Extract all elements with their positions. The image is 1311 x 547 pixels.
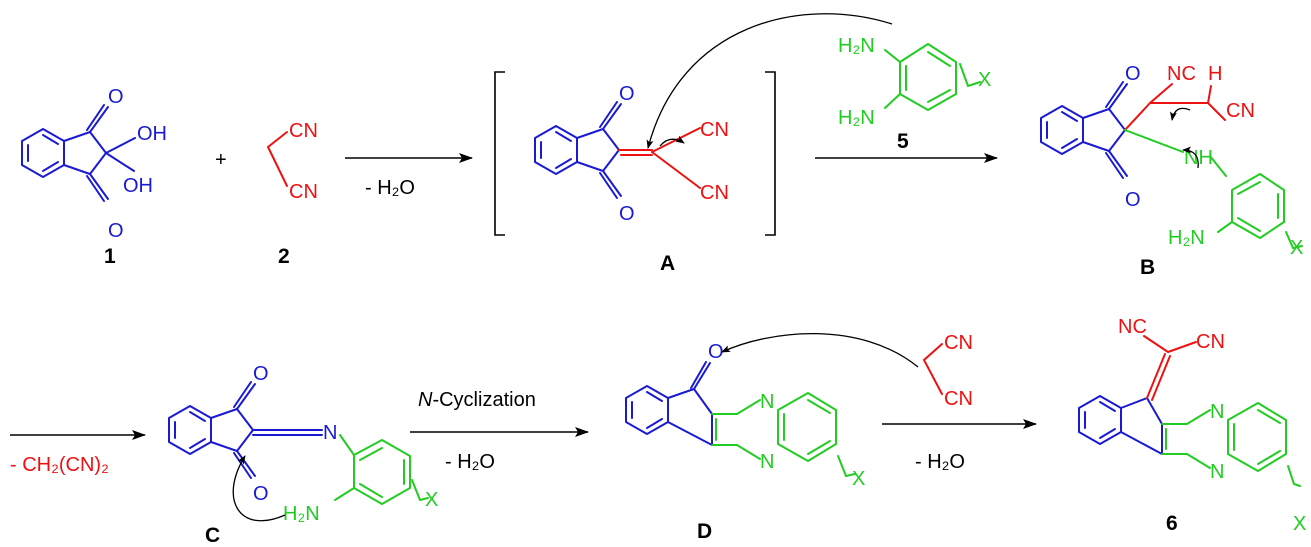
cn-label: CN xyxy=(1226,100,1255,122)
compound-letter: D xyxy=(697,520,712,543)
right-bracket xyxy=(765,71,776,236)
left-bracket xyxy=(494,71,505,236)
cn-label: CN xyxy=(1196,331,1225,353)
compound-number: 2 xyxy=(278,245,290,268)
knoevenagel-attack-arrow xyxy=(721,332,919,368)
n-label: N xyxy=(1210,461,1224,483)
x-substituent: X xyxy=(425,489,438,511)
o-label: O xyxy=(619,83,635,105)
nc-label: NC xyxy=(1118,316,1147,338)
reaction-arrow-1: - H₂O xyxy=(345,153,473,199)
intermediate-b: O O NC H CN NH H₂N X B xyxy=(1040,63,1303,279)
o-label: O xyxy=(108,86,124,108)
o-label: O xyxy=(1125,63,1141,85)
arrow-condition: - H₂O xyxy=(915,451,965,473)
plus-sign: + xyxy=(215,149,227,171)
nh2-label: H₂N xyxy=(1168,227,1205,249)
o-label: O xyxy=(708,341,724,363)
compound-number: 6 xyxy=(1166,512,1178,535)
nc-label: NC xyxy=(1167,63,1196,85)
x-substituent: X xyxy=(1293,513,1306,535)
compound-1: O O OH OH 1 xyxy=(21,86,167,268)
arrow-condition: - H₂O xyxy=(445,451,495,473)
oh-label: OH xyxy=(123,175,153,197)
reaction-arrow-3: - CH₂(CN)₂ xyxy=(10,430,146,476)
x-substituent: X xyxy=(978,69,991,91)
cn-label: CN xyxy=(700,182,729,204)
n-label: N xyxy=(1210,401,1224,423)
oh-label: OH xyxy=(137,123,167,145)
cn-label: CN xyxy=(944,388,973,410)
x-substituent: X xyxy=(852,468,865,490)
product-6: NC CN N N X 6 xyxy=(1078,316,1306,535)
nh2-label: H₂N xyxy=(283,503,320,525)
arrow-condition: - H₂O xyxy=(365,177,415,199)
o-label: O xyxy=(619,203,635,225)
cn-label: CN xyxy=(944,332,973,354)
nh2-label: H₂N xyxy=(838,107,875,129)
compound-number: 1 xyxy=(104,245,116,268)
nh-label: NH xyxy=(1184,147,1213,169)
o-label: O xyxy=(108,220,124,242)
cn-label: CN xyxy=(289,120,318,142)
compound-2: CN CN 2 xyxy=(266,120,318,268)
arrow-condition: - CH₂(CN)₂ xyxy=(10,454,109,476)
o-label: O xyxy=(253,363,269,385)
cyclization-arrow xyxy=(232,455,286,522)
reaction-arrow-2: 5 xyxy=(815,130,998,163)
cn-label: CN xyxy=(700,119,729,141)
n-label: N xyxy=(760,391,774,413)
electron-push-arrow xyxy=(659,135,685,147)
arrow-condition: N-Cyclization xyxy=(418,389,536,411)
x-substituent: X xyxy=(1290,237,1303,259)
cn-label: CN xyxy=(289,181,318,203)
nh2-label: H₂N xyxy=(838,35,875,57)
intermediate-c: O O N H₂N X C xyxy=(168,363,438,547)
compound-5: H₂N H₂N X xyxy=(838,35,991,129)
reaction-arrow-4: N-Cyclization - H₂O xyxy=(410,389,589,473)
n-label: N xyxy=(323,422,337,444)
o-label: O xyxy=(1125,189,1141,211)
malononitrile-reagent: CN CN xyxy=(922,332,973,410)
nucleophilic-attack-arrow xyxy=(646,13,893,149)
electron-push-arrow xyxy=(1170,107,1191,121)
n-label: N xyxy=(760,451,774,473)
compound-letter: A xyxy=(660,252,675,275)
o-label: O xyxy=(253,483,269,505)
reaction-arrow-5: - H₂O xyxy=(882,419,1037,473)
intermediate-d: O N N X D xyxy=(625,341,865,543)
compound-letter: B xyxy=(1140,256,1155,279)
h-label: H xyxy=(1208,63,1222,85)
intermediate-a: O O CN CN A xyxy=(534,83,729,275)
electron-push-arrow xyxy=(1182,146,1199,169)
compound-letter: C xyxy=(205,524,220,547)
reagent-number: 5 xyxy=(897,130,909,153)
